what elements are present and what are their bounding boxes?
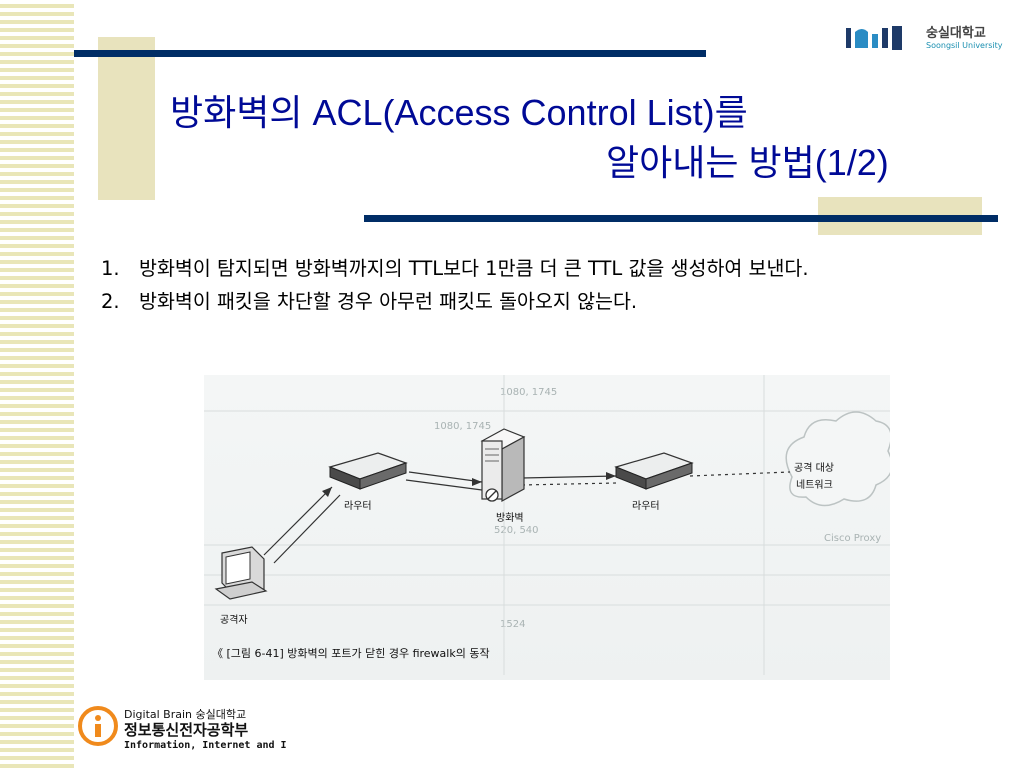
university-emblem-icon <box>846 26 902 50</box>
list-item-text: 방화벽이 패킷을 차단할 경우 아무런 패킷도 돌아오지 않는다. <box>139 290 638 313</box>
show-through-text: 1524 <box>500 619 526 630</box>
list-item-number: 1. <box>101 257 120 280</box>
slide-title-line2: 알아내는 방법(1/2) <box>606 142 889 183</box>
left-stripe-decoration <box>0 0 74 768</box>
department-emblem-icon <box>78 706 118 746</box>
department-logo-line1: Digital Brain 숭실대학교 <box>124 708 247 721</box>
title-accent-block <box>98 37 155 200</box>
university-logo: 숭실대학교 Soongsil University <box>846 24 1006 54</box>
firewall-server-icon <box>480 428 526 503</box>
bullet-list: 1. 방화벽이 탐지되면 방화벽까지의 TTL보다 1만큼 더 큰 TTL 값을… <box>101 254 981 316</box>
title-top-rule <box>74 50 706 57</box>
show-through-text: 1080, 1745 <box>500 387 558 398</box>
list-item: 1. 방화벽이 탐지되면 방화벽까지의 TTL보다 1만큼 더 큰 TTL 값을… <box>101 254 981 283</box>
network-diagram <box>204 375 890 675</box>
router-left-icon <box>328 452 408 490</box>
slide-title-line1: 방화벽의 ACL(Access Control List)를 <box>170 92 748 133</box>
attacker-label: 공격자 <box>220 615 248 626</box>
department-logo: Digital Brain 숭실대학교 정보통신전자공학부 Informatio… <box>76 702 336 762</box>
router-right-label: 라우터 <box>632 501 660 512</box>
blocked-sign-icon <box>485 488 499 502</box>
department-tagline: Information, Internet and I <box>124 740 287 751</box>
show-through-text: 1080, 1745 <box>434 421 492 432</box>
attacker-computer-icon <box>214 546 268 600</box>
cloud-icon <box>785 411 890 507</box>
show-through-text: 520, 540 <box>494 525 539 536</box>
title-bottom-rule <box>364 215 998 222</box>
router-left-label: 라우터 <box>344 501 372 512</box>
firewalk-figure: 1080, 1745 1080, 1745 Cisco Proxy 520, 5… <box>204 375 890 680</box>
figure-caption: 《 [그림 6-41] 방화벽의 포트가 닫힌 경우 firewalk의 동작 <box>212 647 490 660</box>
list-item-number: 2. <box>101 290 120 313</box>
list-item: 2. 방화벽이 패킷을 차단할 경우 아무런 패킷도 돌아오지 않는다. <box>101 287 981 316</box>
show-through-text: Cisco Proxy <box>824 533 882 544</box>
list-item-text: 방화벽이 탐지되면 방화벽까지의 TTL보다 1만큼 더 큰 TTL 값을 생성… <box>139 257 809 280</box>
university-name-en: Soongsil University <box>926 41 1003 50</box>
target-network-label-line2: 네트워크 <box>796 480 833 491</box>
firewall-label: 방화벽 <box>496 513 524 524</box>
slide-title: 방화벽의 ACL(Access Control List)를 알아내는 방법(1… <box>170 88 970 188</box>
university-name-ko: 숭실대학교 <box>926 26 986 41</box>
department-name: 정보통신전자공학부 <box>124 721 249 739</box>
router-right-icon <box>614 452 694 490</box>
target-network-label: 공격 대상 <box>794 463 834 474</box>
